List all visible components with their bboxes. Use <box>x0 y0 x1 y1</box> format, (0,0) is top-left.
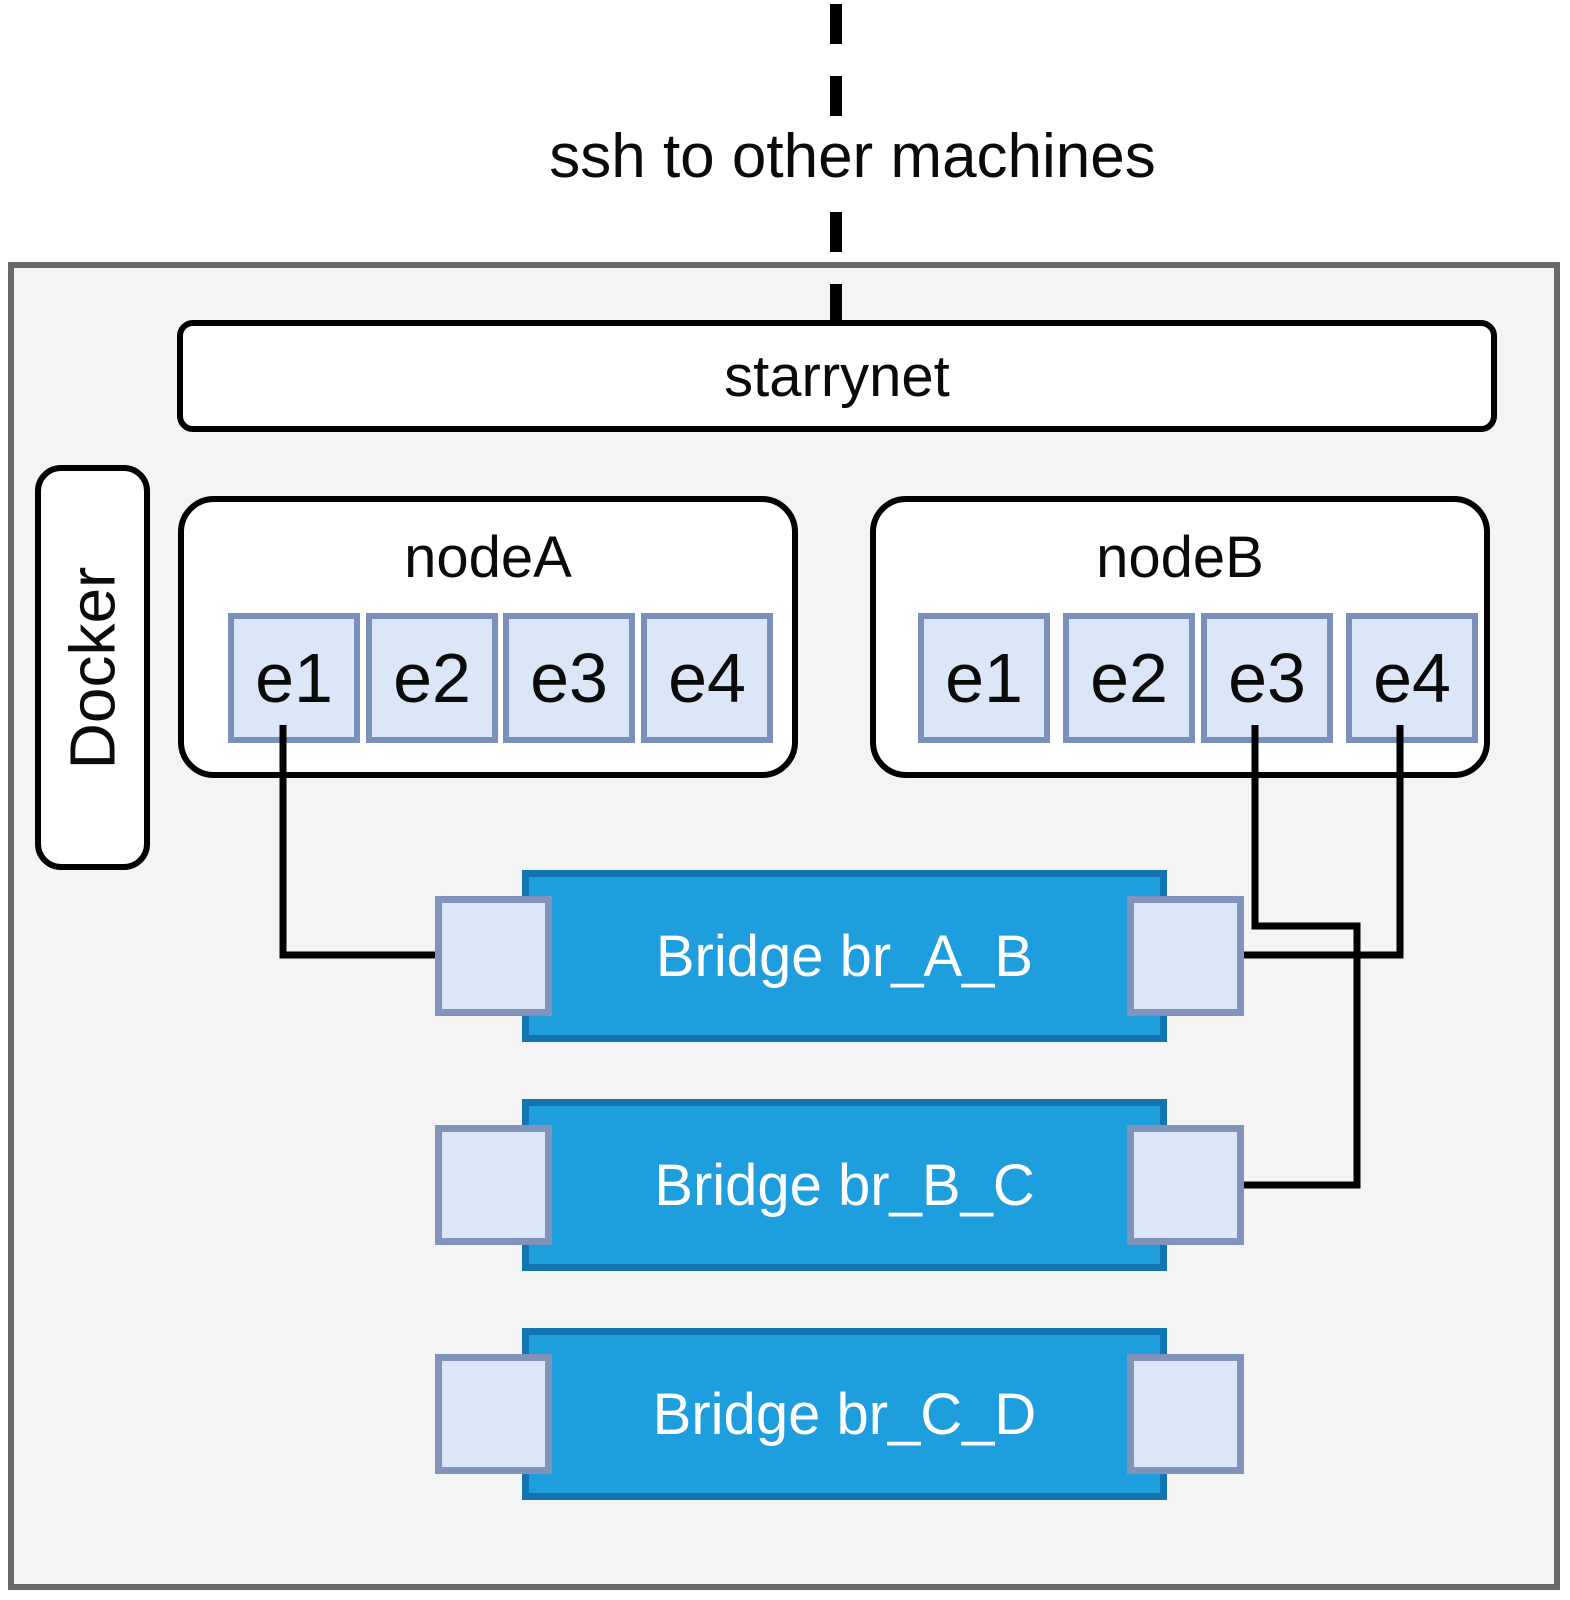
docker-label: Docker <box>56 566 129 769</box>
node-b-interface-e2: e2 <box>1063 613 1195 743</box>
node-a-title: nodeA <box>404 525 572 590</box>
node-a-interface-e3: e3 <box>503 613 635 743</box>
bridge-br-a-b: Bridge br_A_B <box>522 870 1167 1042</box>
starrynet-label: starrynet <box>724 343 950 409</box>
node-a-interface-e4: e4 <box>641 613 773 743</box>
docker-box: Docker <box>35 465 150 870</box>
bridge-br-a-b-label: Bridge br_A_B <box>655 923 1034 989</box>
br-b-c-right-port <box>1127 1125 1244 1245</box>
bridge-br-b-c: Bridge br_B_C <box>522 1099 1167 1271</box>
ssh-link-label: ssh to other machines <box>549 122 1156 191</box>
br-a-b-right-port <box>1127 896 1244 1016</box>
node-a-interface-e1: e1 <box>228 613 360 743</box>
br-c-d-right-port <box>1127 1354 1244 1474</box>
br-c-d-left-port <box>435 1354 552 1474</box>
node-a-interface-e2: e2 <box>366 613 498 743</box>
node-b-interface-e4: e4 <box>1346 613 1478 743</box>
node-b-box: nodeB e1 e2 e3 e4 <box>870 496 1490 778</box>
node-b-interface-e3: e3 <box>1201 613 1333 743</box>
br-a-b-left-port <box>435 896 552 1016</box>
bridge-br-c-d-label: Bridge br_C_D <box>652 1381 1037 1447</box>
node-a-box: nodeA e1 e2 e3 e4 <box>178 496 798 778</box>
starrynet-box: starrynet <box>177 320 1497 432</box>
node-b-title: nodeB <box>1096 525 1264 590</box>
bridge-br-c-d: Bridge br_C_D <box>522 1328 1167 1500</box>
bridge-br-b-c-label: Bridge br_B_C <box>654 1152 1035 1218</box>
node-b-interface-e1: e1 <box>918 613 1050 743</box>
br-b-c-left-port <box>435 1125 552 1245</box>
